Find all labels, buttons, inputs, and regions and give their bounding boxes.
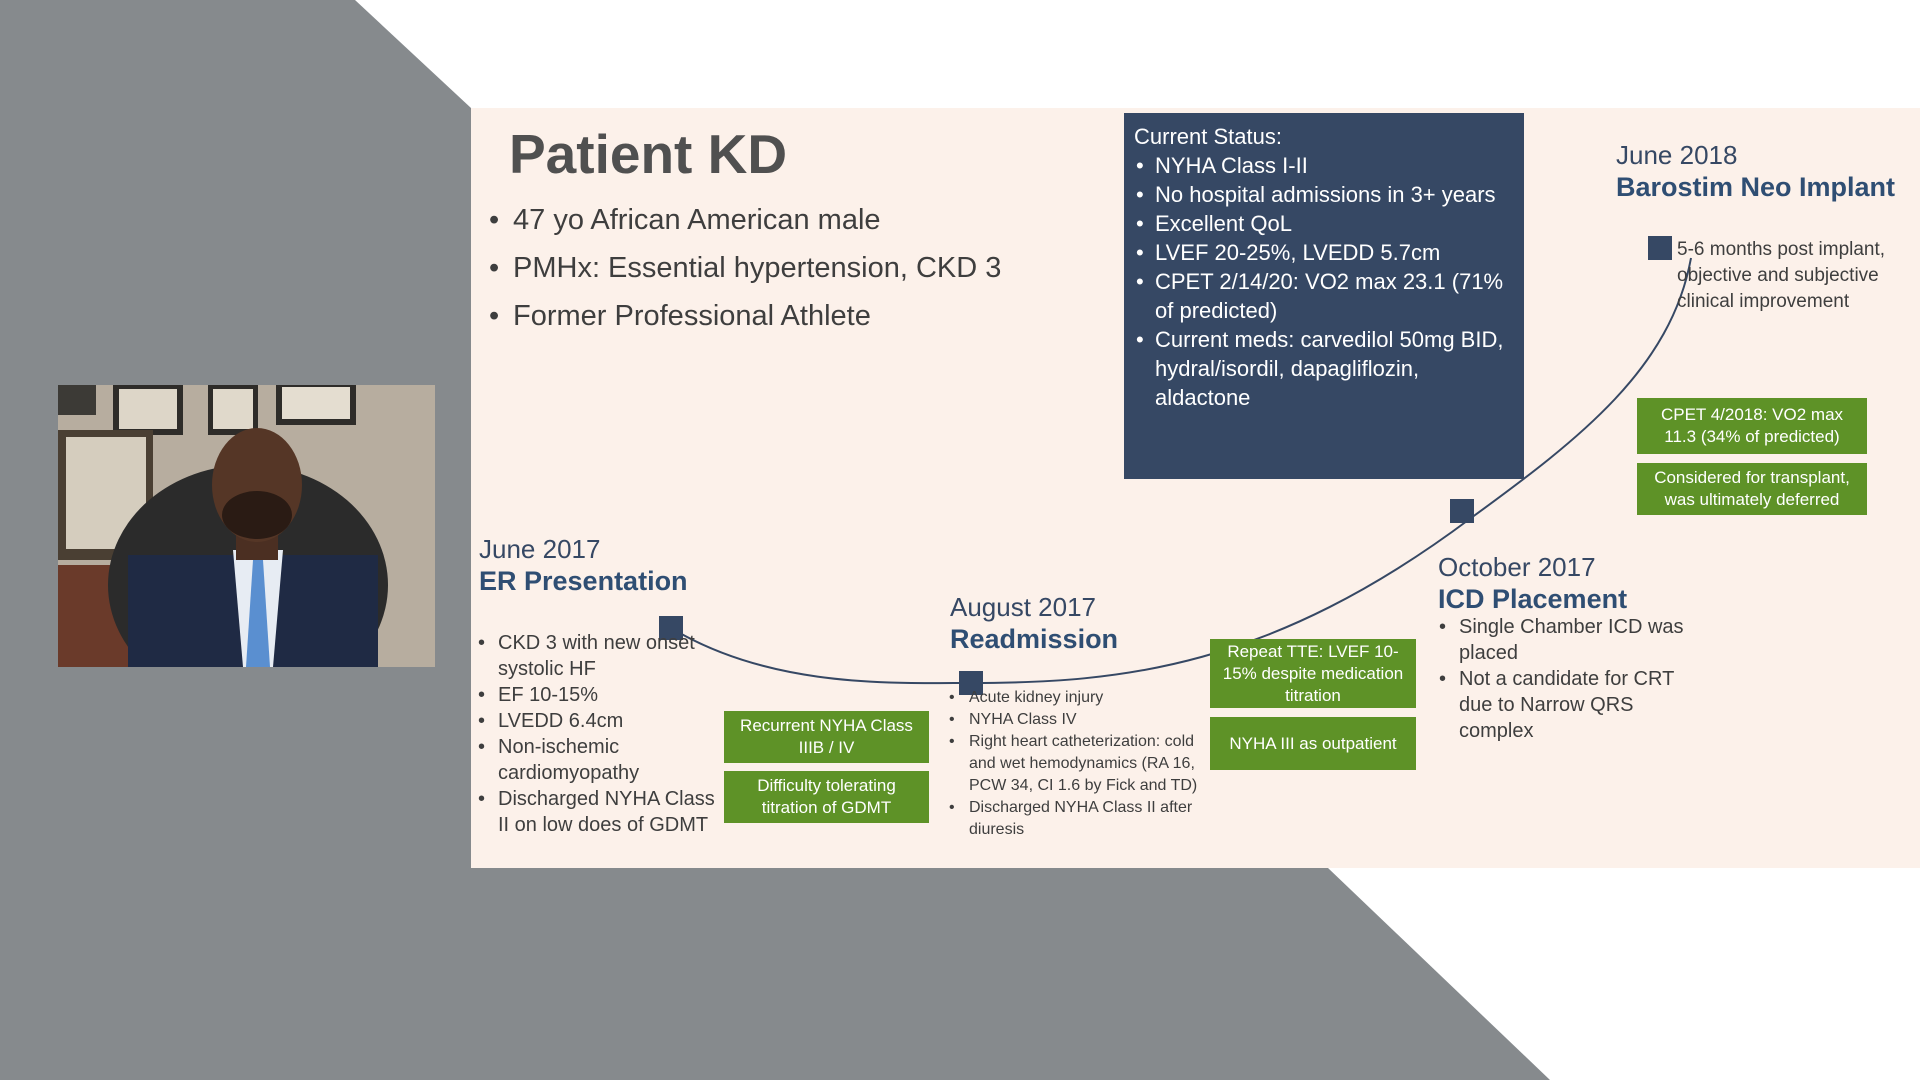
milestone-october-2017: October 2017 ICD Placement bbox=[1438, 551, 1688, 615]
slide: Patient KD 47 yo African American male P… bbox=[471, 108, 1920, 868]
detail-item: Acute kidney injury bbox=[947, 687, 1205, 709]
status-item: LVEF 20-25%, LVEDD 5.7cm bbox=[1134, 238, 1514, 267]
presenter-image bbox=[58, 385, 435, 667]
milestone-june-2018: June 2018 Barostim Neo Implant bbox=[1616, 139, 1920, 203]
june-2017-details: CKD 3 with new onset systolic HF EF 10-1… bbox=[476, 630, 721, 838]
gray-panel-bottom bbox=[0, 868, 1550, 1080]
milestone-event: Barostim Neo Implant bbox=[1616, 171, 1920, 203]
milestone-date: August 2017 bbox=[950, 591, 1190, 623]
milestone-date: June 2017 bbox=[479, 533, 724, 565]
current-status-list: NYHA Class I-II No hospital admissions i… bbox=[1134, 151, 1514, 412]
detail-item: Non-ischemic cardiomyopathy bbox=[476, 734, 721, 786]
status-item: Excellent QoL bbox=[1134, 209, 1514, 238]
green-note: Recurrent NYHA Class IIIB / IV bbox=[724, 711, 929, 763]
milestone-august-2017: August 2017 Readmission bbox=[950, 591, 1190, 655]
detail-item: NYHA Class IV bbox=[947, 709, 1205, 731]
milestone-date: June 2018 bbox=[1616, 139, 1920, 171]
detail-item: Single Chamber ICD was placed bbox=[1437, 614, 1699, 666]
frame bbox=[119, 389, 177, 429]
frame bbox=[282, 387, 350, 419]
frame bbox=[58, 385, 96, 415]
status-item: CPET 2/14/20: VO2 max 23.1 (71% of predi… bbox=[1134, 267, 1514, 325]
milestone-event: Readmission bbox=[950, 623, 1190, 655]
current-status-header: Current Status: bbox=[1134, 123, 1514, 151]
detail-item: EF 10-15% bbox=[476, 682, 721, 708]
green-note: NYHA III as outpatient bbox=[1210, 717, 1416, 770]
milestone-june-2017: June 2017 ER Presentation bbox=[479, 533, 724, 597]
current-status-box: Current Status: NYHA Class I-II No hospi… bbox=[1124, 113, 1524, 479]
milestone-date: October 2017 bbox=[1438, 551, 1688, 583]
green-note: Considered for transplant, was ultimatel… bbox=[1637, 463, 1867, 515]
detail-item: Right heart catheterization: cold and we… bbox=[947, 731, 1205, 797]
green-note: Repeat TTE: LVEF 10-15% despite medicati… bbox=[1210, 639, 1416, 708]
status-item: Current meds: carvedilol 50mg BID, hydra… bbox=[1134, 325, 1514, 412]
green-note: CPET 4/2018: VO2 max 11.3 (34% of predic… bbox=[1637, 398, 1867, 454]
detail-item: Discharged NYHA Class II after diuresis bbox=[947, 797, 1205, 841]
october-2017-details: Single Chamber ICD was placed Not a cand… bbox=[1437, 614, 1699, 744]
timeline-marker-october-2017 bbox=[1450, 499, 1474, 523]
august-2017-details: Acute kidney injury NYHA Class IV Right … bbox=[947, 687, 1205, 841]
june-2018-details: 5-6 months post implant, objective and s… bbox=[1677, 237, 1897, 315]
detail-item: Not a candidate for CRT due to Narrow QR… bbox=[1437, 666, 1699, 744]
frame bbox=[213, 389, 253, 429]
status-item: No hospital admissions in 3+ years bbox=[1134, 180, 1514, 209]
milestone-event: ICD Placement bbox=[1438, 583, 1688, 615]
timeline-marker-june-2018 bbox=[1648, 236, 1672, 260]
detail-item: CKD 3 with new onset systolic HF bbox=[476, 630, 721, 682]
detail-item: Discharged NYHA Class II on low does of … bbox=[476, 786, 721, 838]
green-note: Difficulty tolerating titration of GDMT bbox=[724, 771, 929, 823]
presenter-video bbox=[58, 385, 435, 667]
milestone-event: ER Presentation bbox=[479, 565, 724, 597]
detail-item: LVEDD 6.4cm bbox=[476, 708, 721, 734]
status-item: NYHA Class I-II bbox=[1134, 151, 1514, 180]
beard bbox=[222, 491, 292, 539]
